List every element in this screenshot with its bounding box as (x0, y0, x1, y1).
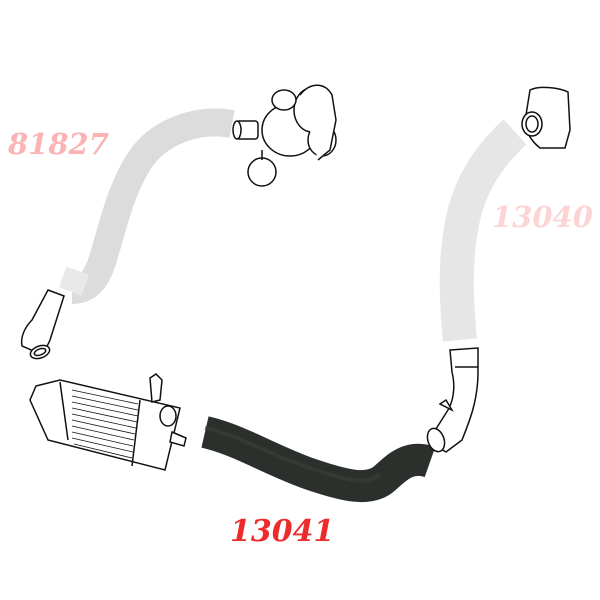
hose-13040[interactable] (439, 119, 527, 342)
throttle-body-drawing (521, 86, 571, 149)
hose-13041[interactable] (201, 416, 436, 503)
turbocharger-drawing (232, 84, 337, 187)
elbow-pipe-right-drawing (426, 347, 479, 453)
part-number-13041: 13041 (230, 514, 335, 549)
part-number-13040: 13040 (492, 200, 593, 234)
intercooler-drawing (29, 373, 187, 471)
elbow-pipe-left-drawing (20, 289, 65, 360)
hose-81827[interactable] (58, 108, 235, 304)
part-number-81827: 81827 (8, 127, 109, 161)
